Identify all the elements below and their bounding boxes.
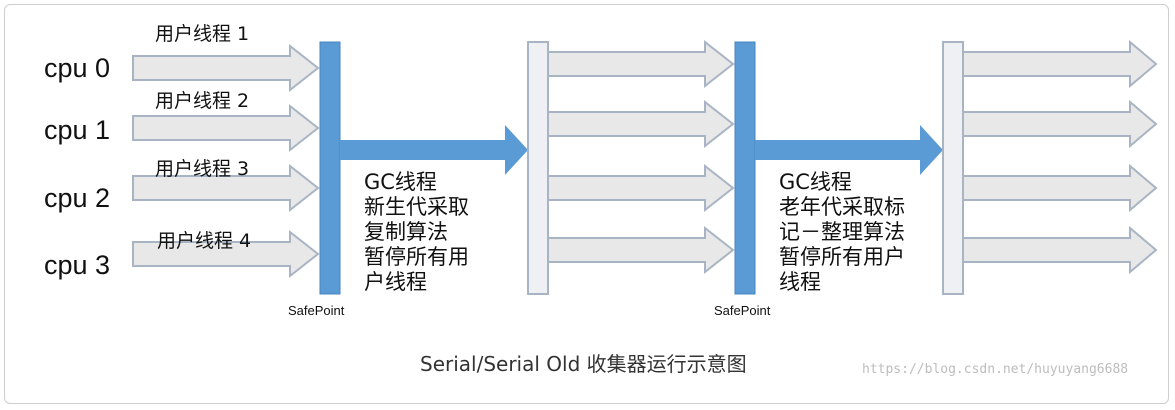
user-thread-arrow [962,39,1158,89]
safepoint-bar-1 [319,41,341,295]
gc-phase-1-text: GC线程 新生代采取 复制算法 暂停所有用 户线程 [364,170,514,295]
user-thread-arrow [962,225,1158,275]
gc-phase-1-line: 复制算法 [364,220,448,244]
user-thread-label-4: 用户线程 4 [157,230,252,252]
pause-bar-2 [942,41,964,295]
user-thread-arrows-phase-2 [547,39,735,275]
user-thread-arrow [547,39,735,89]
user-thread-label-1: 用户线程 1 [155,23,250,45]
gc-phase-1-line: 暂停所有用 [364,245,469,269]
user-thread-arrow [962,163,1158,213]
cpu-label-3: cpu 3 [44,250,111,280]
user-thread-arrow [962,99,1158,149]
gc-phase-2-text: GC线程 老年代采取标 记－整理算法 暂停所有用户 线程 [779,170,939,295]
user-thread-arrows-phase-1 [132,43,320,279]
user-thread-arrows-phase-3 [962,39,1158,275]
user-thread-arrow [132,163,320,213]
gc-phase-1-line: 户线程 [364,270,427,294]
user-thread-label-2: 用户线程 2 [155,90,250,112]
watermark: https://blog.csdn.net/huyuyang6688 [862,362,1129,377]
user-thread-arrow [547,99,735,149]
pause-bar-1 [527,41,549,295]
gc-phase-2-line: 老年代采取标 [779,195,905,219]
user-thread-arrow [547,225,735,275]
gc-phase-1-line: GC线程 [364,170,437,194]
gc-phase-2-line: GC线程 [779,170,852,194]
gc-phase-2-line: 线程 [779,270,821,294]
safepoint-bar-2 [734,41,756,295]
cpu-label-1: cpu 1 [44,115,111,145]
gc-thread-arrow-1 [340,125,528,175]
user-thread-arrow [132,103,320,153]
user-thread-arrow [132,229,320,279]
gc-phase-1-line: 新生代采取 [364,195,469,219]
safepoint-label-1: SafePoint [288,303,345,318]
safepoint-label-2: SafePoint [714,303,771,318]
cpu-label-0: cpu 0 [44,53,111,83]
gc-phase-2-line: 记－整理算法 [779,220,905,244]
user-thread-label-3: 用户线程 3 [155,158,250,180]
diagram-caption: Serial/Serial Old 收集器运行示意图 [420,352,747,376]
user-thread-arrow [547,163,735,213]
cpu-label-2: cpu 2 [44,183,111,213]
gc-thread-arrow-2 [755,125,943,175]
gc-phase-2-line: 暂停所有用户 [779,245,905,269]
user-thread-arrow [132,43,320,93]
